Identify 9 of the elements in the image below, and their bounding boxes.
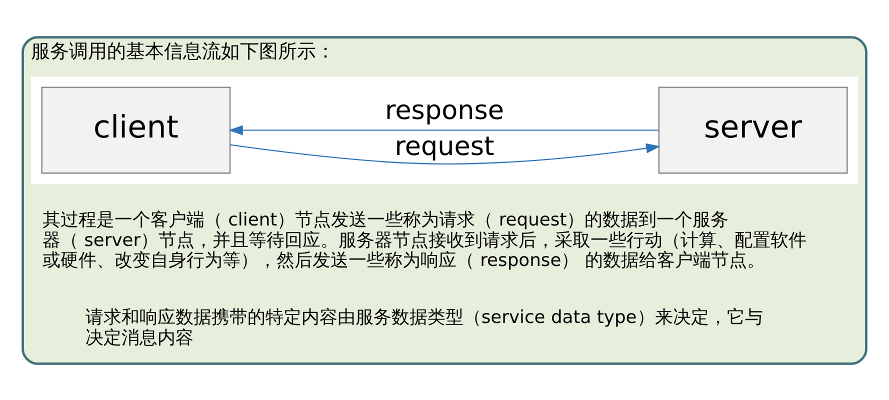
label: 其过程是一个客户端（ client）节点发送一些称为请求（ request）的数据到一个服务器（ server）节点，并且等待回应。服务器节点接收到请求后，采取一些行动（计算、配置软件或硬件、改变自身行为等），然后发送一些称为响应（ response） 的数据给客户端节点。 (42, 209, 807, 271)
node-box: server (658, 86, 848, 174)
edge-label: response (385, 96, 504, 126)
arrow (228, 124, 659, 135)
node-box: client (41, 86, 231, 174)
edge-label: request (394, 131, 494, 162)
arrow (230, 142, 660, 164)
label: 请求和响应数据携带的特定内容由服务数据类型（service data type）来决定，它与决定消息内容 (85, 306, 763, 348)
cluster (31, 76, 858, 184)
